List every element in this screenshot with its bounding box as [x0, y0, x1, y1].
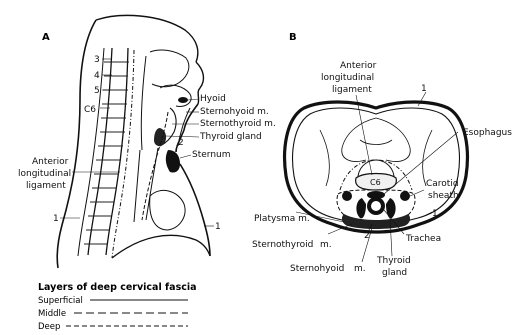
- strap-muscles: [342, 214, 410, 229]
- label-platysma: Platysma m.: [254, 214, 310, 224]
- carotid-sheath-right: [400, 191, 410, 201]
- vertebral-column: [78, 48, 129, 256]
- marker-1-right-b: 1: [432, 209, 438, 219]
- label-anterior-ligament-a-3: ligament: [26, 181, 66, 191]
- legend-item-middle: Middle: [38, 309, 66, 319]
- vertebra-label-5: 5: [94, 86, 100, 96]
- sternum-shape: [166, 150, 180, 173]
- trachea-lumen: [371, 201, 381, 211]
- label-sternohyoid-b: Sternohyoid: [290, 264, 344, 274]
- label-trachea: Trachea: [405, 234, 441, 244]
- label-sternohyoid: Sternohyoid m.: [200, 107, 269, 117]
- heart-outline: [150, 190, 185, 230]
- tongue-outline: [160, 85, 191, 106]
- vertebra-label-4: 4: [94, 71, 100, 81]
- label-anterior-ligament-a-2: longitudinal: [18, 169, 71, 179]
- panel-b: B C6: [252, 32, 512, 278]
- thyroid-lobe-right: [386, 198, 396, 218]
- pharynx-outline: [141, 56, 146, 150]
- label-sternothyroid-b-m: m.: [320, 240, 332, 250]
- deep-fascia-line-a: [112, 50, 134, 258]
- legend-item-superficial: Superficial: [38, 296, 83, 306]
- label-sternothyroid-b: Sternothyroid: [252, 240, 313, 250]
- label-esophagus: Esophagus: [463, 128, 512, 138]
- vertebra-label-3: 3: [94, 55, 100, 65]
- back-of-neck-outline: [57, 20, 96, 268]
- label-carotid-sheath-1: Carotid: [426, 179, 459, 189]
- nasopharynx-outline: [150, 50, 189, 87]
- marker-1-right: 1: [215, 222, 221, 232]
- marker-1-left: 1: [53, 214, 59, 224]
- marker-1-top-b: 1: [421, 84, 427, 94]
- label-anterior-ligament-b-1: Anterior: [340, 61, 377, 71]
- label-hyoid: Hyoid: [200, 94, 226, 104]
- marker-2-a: 2: [178, 138, 184, 148]
- label-thyroid-gland-b-1: Thyroid: [376, 256, 411, 266]
- label-thyroid-gland: Thyroid gland: [199, 132, 262, 142]
- label-carotid-sheath-2: sheath: [428, 191, 459, 201]
- label-anterior-ligament-a-1: Anterior: [32, 157, 69, 167]
- panel-a: A: [18, 15, 276, 268]
- label-sternum: Sternum: [192, 150, 231, 160]
- panel-b-letter: B: [289, 32, 297, 43]
- hyoid-bone: [178, 97, 188, 103]
- label-vertebra-c6: C6: [370, 178, 381, 187]
- panel-a-letter: A: [42, 32, 50, 43]
- thyroid-lobe-left: [356, 198, 366, 218]
- legend-title: Layers of deep cervical fascia: [38, 282, 197, 293]
- marker-2-b: 2: [364, 231, 370, 241]
- label-thyroid-gland-b-2: gland: [382, 268, 407, 278]
- label-sternothyroid: Sternothyroid m.: [200, 119, 276, 129]
- label-anterior-ligament-b-3: ligament: [332, 85, 372, 95]
- vertebra-label-c6: C6: [84, 105, 96, 115]
- label-anterior-ligament-b-2: longitudinal: [321, 73, 374, 83]
- legend-item-deep: Deep: [38, 322, 60, 332]
- anterior-chest-outline: [180, 164, 210, 256]
- label-sternohyoid-b-m: m.: [354, 264, 366, 274]
- esophagus-line: [134, 150, 140, 222]
- legend: Layers of deep cervical fascia Superfici…: [38, 282, 197, 332]
- carotid-sheath-left: [342, 191, 352, 201]
- diaphragm-outline: [112, 235, 210, 258]
